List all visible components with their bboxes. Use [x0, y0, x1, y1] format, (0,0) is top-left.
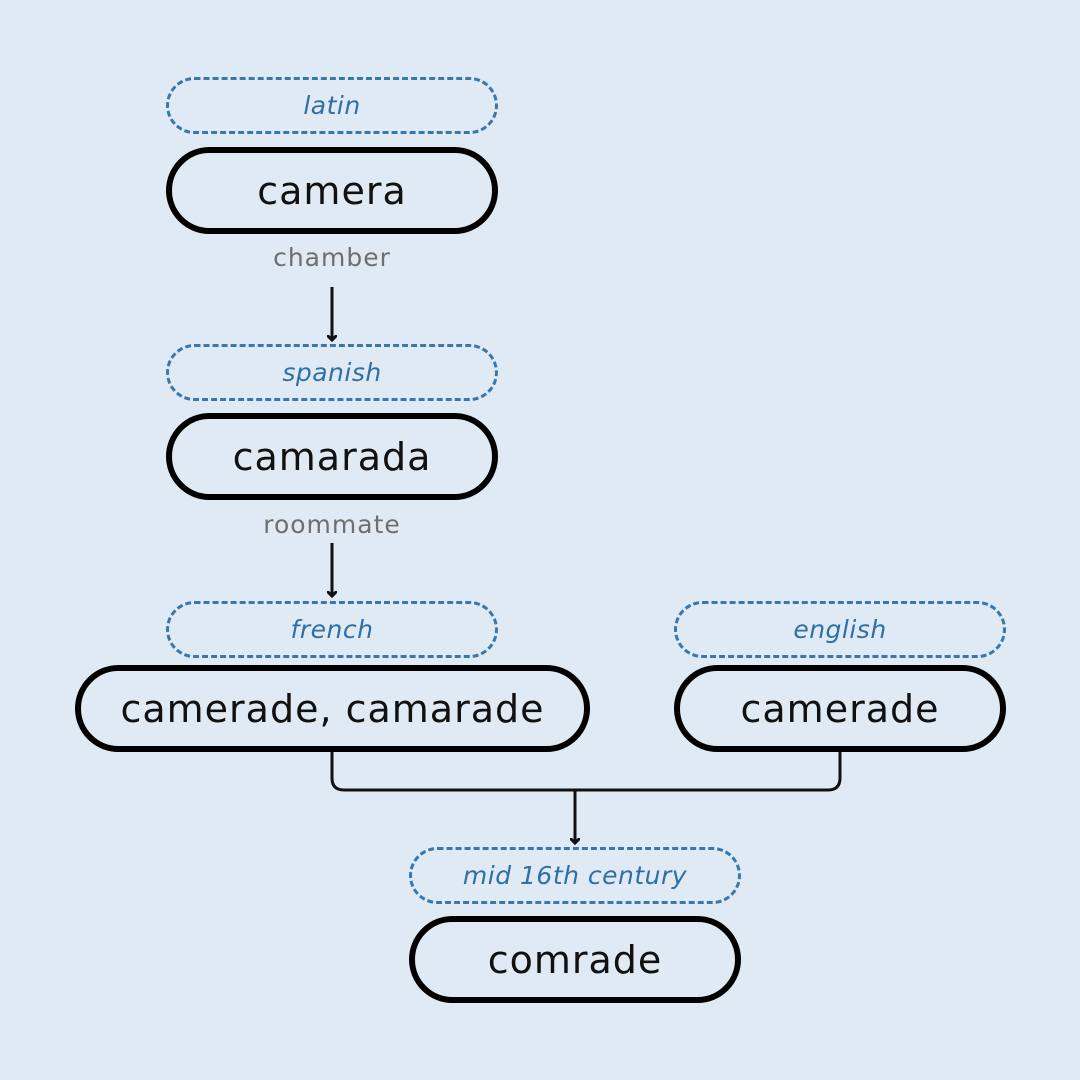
- word-node-camerade: camerade: [674, 665, 1006, 752]
- language-tag-latin: latin: [166, 77, 498, 134]
- language-tag-english: english: [674, 601, 1006, 658]
- language-tag-spanish: spanish: [166, 344, 498, 401]
- merge-bracket: [330, 752, 842, 792]
- word-node-camerade-camarade: camerade, camarade: [75, 665, 590, 752]
- word-node-comrade: comrade: [409, 916, 741, 1003]
- gloss-roommate: roommate: [263, 510, 401, 539]
- gloss-chamber: chamber: [273, 243, 391, 272]
- language-tag-french: french: [166, 601, 498, 658]
- word-node-camarada: camarada: [166, 413, 498, 500]
- word-node-camera: camera: [166, 147, 498, 234]
- language-tag-mid-16th-century: mid 16th century: [409, 847, 741, 904]
